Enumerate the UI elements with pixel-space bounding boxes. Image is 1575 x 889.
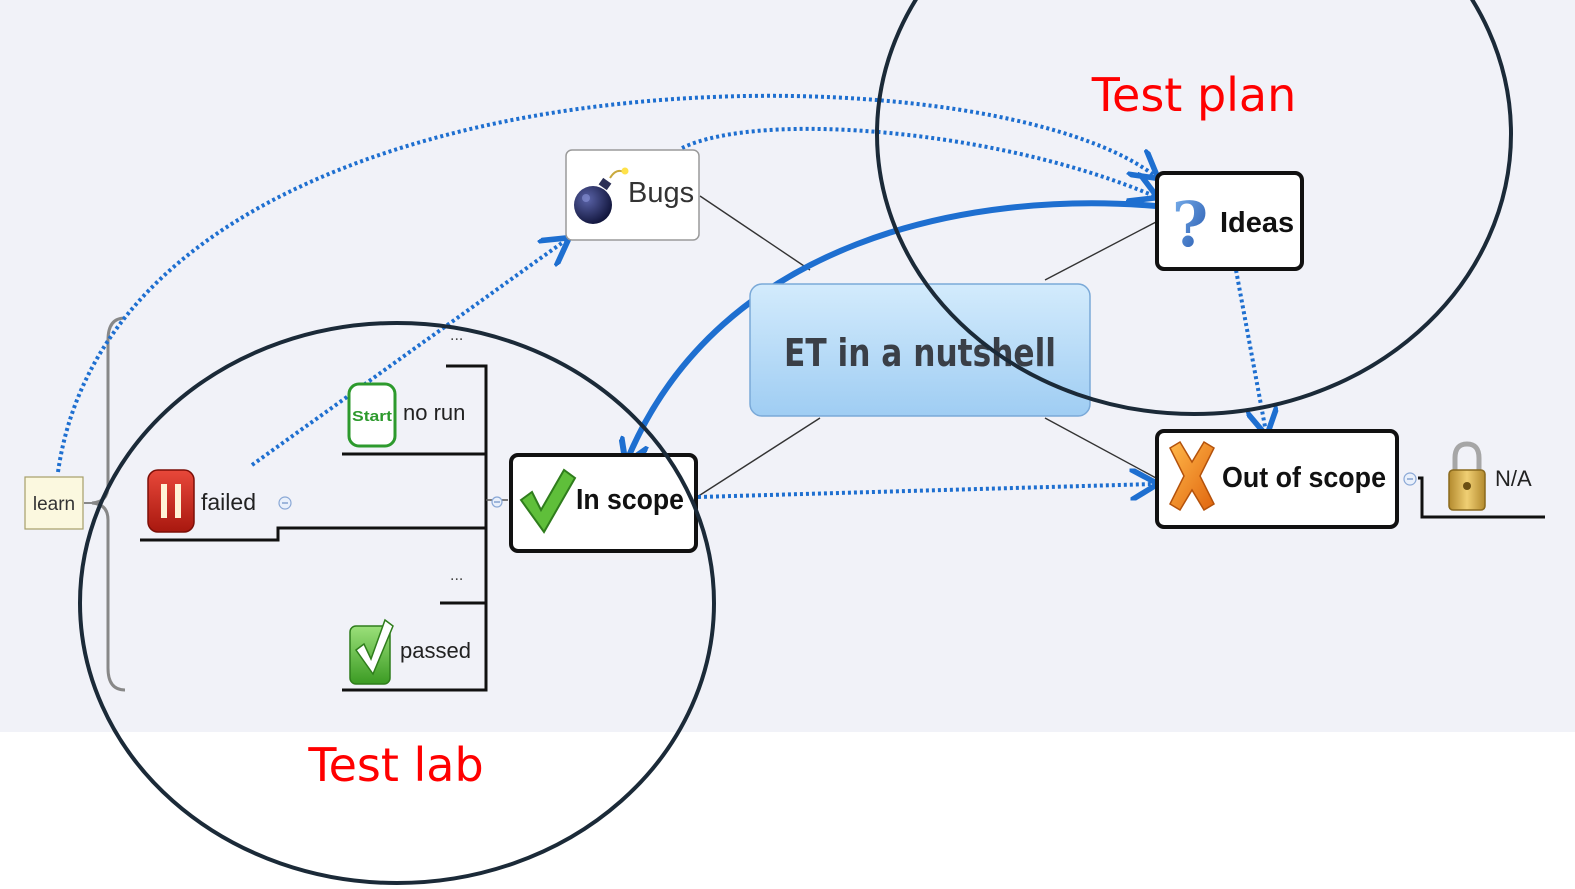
cross-icon [1169,440,1215,512]
passed-label: passed [400,638,471,663]
learn-brace [91,316,126,692]
padlock-icon [1448,441,1486,511]
failed-node[interactable]: failed [147,469,256,533]
in-scope-label: In scope [576,484,684,516]
topic-connectors [696,195,1157,498]
na-label: N/A [1495,466,1532,491]
relationship-arrows [56,93,1266,497]
out-of-scope-node[interactable]: Out of scope [1155,429,1399,529]
bugs-label: Bugs [628,177,694,209]
test-lab-annotation: Test lab [307,738,483,792]
ideas-node[interactable]: ? Ideas [1155,171,1304,271]
central-topic[interactable]: ET in a nutshell [749,283,1091,417]
test-plan-ellipse [875,0,1513,416]
in-scope-node[interactable]: In scope [509,453,698,553]
question-mark-icon: ? [1172,188,1208,261]
test-plan-annotation: Test plan [1091,68,1297,122]
no-run-label: no run [403,400,465,425]
learn-label: learn [33,494,75,515]
no-run-node[interactable]: Start no run [347,382,465,448]
out-of-scope-label: Out of scope [1222,462,1386,494]
svg-text:?: ? [1172,188,1208,261]
start-icon [347,382,397,448]
ellipsis-top[interactable]: ... [450,327,463,344]
ellipsis-mid[interactable]: ... [450,567,463,584]
passed-node[interactable]: passed [349,618,471,685]
test-lab-ellipse [78,321,716,885]
in-scope-branch-lines [140,364,1545,692]
failed-label: failed [201,489,256,515]
na-node[interactable]: N/A [1448,441,1532,511]
pause-icon [147,469,195,533]
bomb-icon [574,167,629,224]
ideas-label: Ideas [1220,207,1294,239]
central-topic-label: ET in a nutshell [784,331,1056,375]
learn-node[interactable]: learn [24,476,84,530]
ideas-to-in-scope-arrow [628,200,1157,458]
start-icon-text: Start [352,408,392,425]
checkmark-icon [519,468,577,534]
bugs-node[interactable]: Bugs [565,149,700,241]
